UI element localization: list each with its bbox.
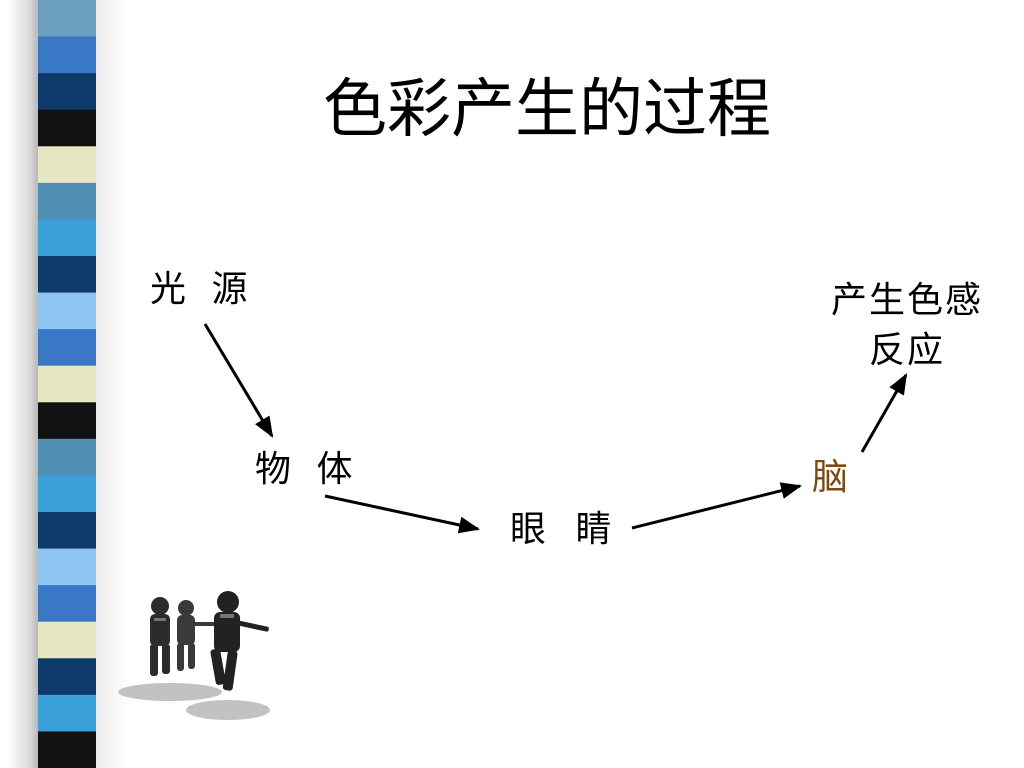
node-object: 物 体 <box>255 449 353 490</box>
slide-title: 色彩产生的过程 <box>323 73 771 147</box>
arrow-eyes-to-brain <box>631 482 803 530</box>
swat-soldiers-clipart <box>118 591 270 720</box>
node-color-perception: 产生色感 反应 <box>822 276 992 376</box>
node-color-perception-line2: 反应 <box>868 330 945 371</box>
stripe-segment <box>38 548 96 586</box>
stripe-segment <box>38 0 96 38</box>
stripe-segment <box>38 365 96 403</box>
arrow-light-to-object <box>203 323 274 438</box>
arrow-brain-to-perception <box>860 373 908 453</box>
stripe-segment <box>38 621 96 659</box>
stripe-segment <box>38 585 96 623</box>
stripe-segment <box>38 109 96 147</box>
arrow-object-to-eyes <box>324 494 481 534</box>
stripe-segment <box>38 438 96 477</box>
decorative-stripe-bar <box>38 0 96 768</box>
node-color-perception-line1: 产生色感 <box>830 280 983 321</box>
stripe-segment <box>38 402 96 440</box>
node-brain: 脑 <box>812 457 849 498</box>
stripe-segment <box>38 329 96 367</box>
stripe-segment <box>38 36 96 74</box>
node-eyes: 眼 睛 <box>510 509 612 550</box>
stripe-segment <box>38 182 96 221</box>
stripe-segment <box>38 658 96 696</box>
node-light-source: 光 源 <box>150 269 248 310</box>
stripe-segment <box>38 731 96 768</box>
stripe-segment <box>38 219 96 257</box>
stripe-segment <box>38 475 96 513</box>
stripe-segment <box>38 256 96 294</box>
stripe-segment <box>38 512 96 550</box>
stripe-segment <box>38 694 96 733</box>
stripe-segment <box>38 292 96 330</box>
stripe-segment <box>38 146 96 184</box>
stripe-segment <box>38 73 96 111</box>
